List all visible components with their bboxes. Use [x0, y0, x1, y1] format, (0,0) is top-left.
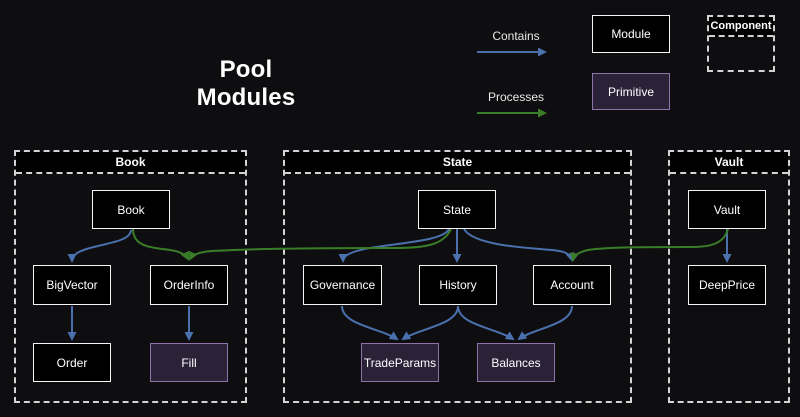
legend-primitive-box: Primitive	[592, 73, 670, 110]
cluster-vault: Vault	[668, 150, 790, 403]
node-balances: Balances	[477, 343, 555, 382]
node-book-label: Book	[117, 202, 145, 217]
node-state: State	[418, 190, 496, 229]
page-title: Pool Modules	[196, 56, 296, 111]
legend-component-label: Component	[709, 17, 773, 37]
node-governance-label: Governance	[309, 278, 376, 292]
node-account-label: Account	[550, 278, 594, 292]
node-fill-label: Fill	[181, 355, 197, 370]
node-bigvector-label: BigVector	[46, 278, 98, 292]
node-vault: Vault	[688, 190, 766, 229]
node-fill: Fill	[150, 343, 228, 382]
node-order: Order	[33, 343, 111, 382]
node-deepprice: DeepPrice	[688, 265, 766, 305]
node-history: History	[419, 265, 497, 305]
cluster-state-label: State	[285, 152, 630, 174]
legend-contains-label: Contains	[492, 29, 540, 43]
cluster-vault-label: Vault	[670, 152, 788, 174]
legend-component-box: Component	[707, 15, 775, 72]
node-history-label: History	[439, 278, 477, 292]
node-orderinfo-label: OrderInfo	[163, 278, 215, 292]
node-tradeparams-label: TradeParams	[363, 355, 437, 370]
node-tradeparams: TradeParams	[361, 343, 439, 382]
node-state-label: State	[442, 202, 472, 217]
cluster-state: State	[283, 150, 632, 403]
cluster-book-label: Book	[16, 152, 245, 174]
node-book: Book	[92, 190, 170, 229]
node-vault-label: Vault	[713, 202, 741, 217]
node-governance: Governance	[303, 265, 382, 305]
legend-module-label: Module	[611, 27, 651, 41]
node-orderinfo: OrderInfo	[150, 265, 228, 305]
legend-processes-label: Processes	[487, 90, 545, 104]
legend-primitive-label: Primitive	[607, 84, 654, 99]
cluster-book: Book	[14, 150, 247, 403]
node-bigvector: BigVector	[33, 265, 111, 305]
node-order-label: Order	[56, 355, 88, 370]
node-balances-label: Balances	[491, 355, 541, 370]
node-deepprice-label: DeepPrice	[698, 278, 756, 292]
legend-module-box: Module	[592, 15, 670, 53]
node-account: Account	[533, 265, 611, 305]
